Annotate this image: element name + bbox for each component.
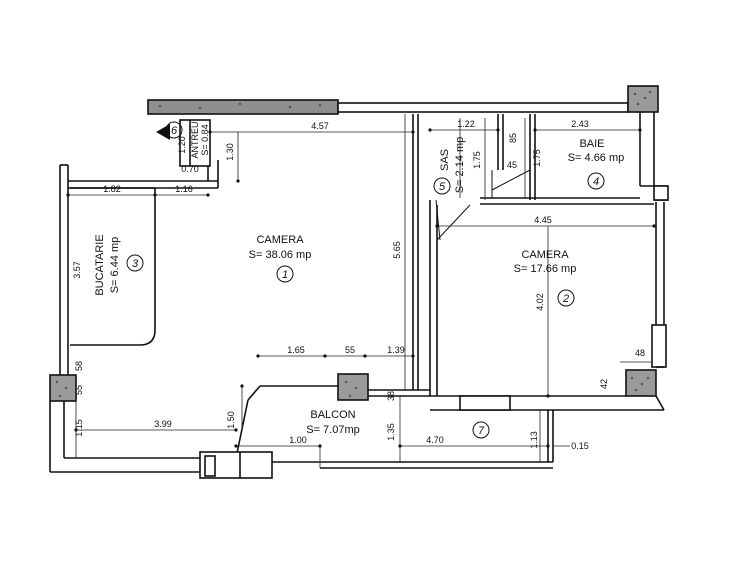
dimension-label: 1.50 [226,411,236,429]
room-name: CAMERA [256,234,304,246]
dimension-label: 1.75 [472,151,482,169]
dimension-label: 2.43 [571,119,589,129]
room-name: CAMERA [521,249,569,261]
dimension-label: 4.02 [535,293,545,311]
room-number: 2 [562,293,569,305]
room-area: S= 38.06 mp [249,249,312,261]
room-label-camera-2: CAMERA S= 17.66 mp 2 [514,249,577,307]
dimension-label: 4.57 [311,121,329,131]
dimension-label: 4.45 [534,215,552,225]
dimension-label: 4.70 [426,435,444,445]
dimension-label: 48 [635,348,645,358]
dimension-labels: 4.57 1.22 85 2.43 1.20 0.70 1.30 1.75 45… [72,119,645,451]
dimension-label: 1.35 [386,423,396,441]
dimension-label: 42 [599,379,609,389]
walls [49,85,669,479]
room-name: ANTREU [190,121,200,158]
dimension-label: 45 [507,160,517,170]
dimension-label: 55 [74,385,84,395]
dimension-label: 3.99 [154,419,172,429]
room-area: S= 7.07mp [306,424,360,436]
dimension-label: 1.15 [74,419,84,437]
room-label-camera-1: CAMERA S= 38.06 mp 1 [249,234,312,283]
room-name: BUCATARIE [94,234,106,295]
dimension-label: 5.65 [392,241,402,259]
room-area: S= 17.66 mp [514,263,577,275]
dimension-label: 0.70 [181,164,199,174]
dimension-label: 85 [508,133,518,143]
dimension-label: 1.16 [175,184,193,194]
dimension-label: 1.65 [287,345,305,355]
dimension-label: 38 [386,391,396,401]
room-number: 4 [593,176,599,188]
room-name: BALCON [310,409,355,421]
room-label-baie: BAIE S= 4.66 mp 4 [568,138,625,190]
room-number: 1 [282,269,288,281]
room-label-sas: SAS S= 2.14 mp 5 [433,137,466,195]
dimension-label: 1.20 [177,136,187,154]
room-area: S= 2.14 mp [454,137,466,194]
entry-arrow-icon [156,124,170,140]
dimension-label: 58 [74,361,84,371]
room-number: 7 [478,425,485,437]
dimension-label: 1.30 [225,143,235,161]
room-number: 3 [132,258,139,270]
dimension-label: 55 [345,345,355,355]
dimension-lines [67,114,654,468]
room-label-balcon: BALCON S= 7.07mp 7 [306,409,490,439]
dimension-label: 1.22 [457,119,475,129]
room-area: S= 0.84 [200,124,210,155]
dimension-label: 1.39 [387,345,405,355]
room-area: S= 4.66 mp [568,152,625,164]
room-label-bucatarie: BUCATARIE S= 6.44 mp 3 [94,234,144,296]
room-number: 6 [171,125,178,137]
room-number: 5 [439,181,446,193]
dimension-ticks [66,128,656,448]
dimension-label: 1.13 [529,431,539,449]
room-name: BAIE [579,138,604,150]
dimension-label: 0.15 [571,441,589,451]
room-label-antreu: ANTREU S= 0.84 6 [165,121,210,159]
dimension-label: 3.57 [72,261,82,279]
dimension-label: 1.82 [103,184,121,194]
room-name: SAS [439,149,451,171]
room-area: S= 6.44 mp [109,237,121,294]
column-hatching [55,90,652,398]
dimension-label: 1.75 [532,149,542,167]
dimension-label: 1.00 [289,435,307,445]
